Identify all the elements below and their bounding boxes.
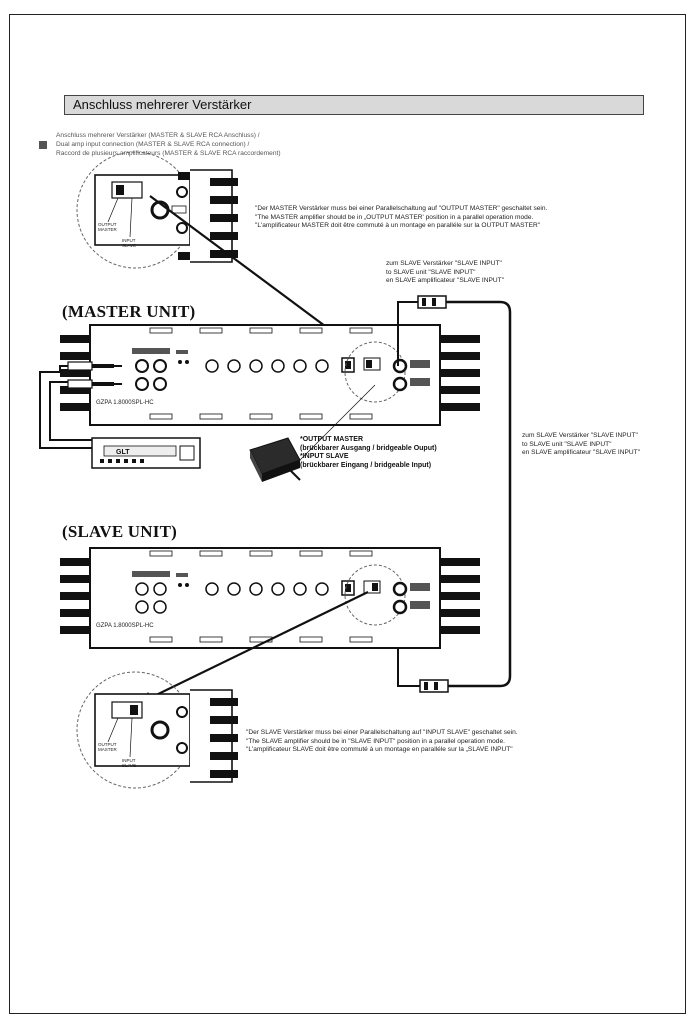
svg-text:SLAVE: SLAVE [122,763,136,768]
master-note: "Der MASTER Verstärker muss bei einer Pa… [255,205,547,231]
master-note-en: "The MASTER amplifier should be in „OUTP… [255,213,534,221]
to-slave-right-de: zum SLAVE Verstärker "SLAVE INPUT" [522,432,638,439]
slave-detail-figure: OUTPUT MASTER INPUT SLAVE [76,671,238,789]
slave-note-fr: "L'amplificateur SLAVE doit être commuté… [246,746,513,754]
bridge-module [249,384,376,482]
svg-text:INPUT: INPUT [122,238,136,243]
intro-line-de: Anschluss mehrerer Verstärker (MASTER & … [56,132,260,139]
svg-text:MASTER: MASTER [98,227,118,232]
head-unit-label: GLT [116,449,130,456]
master-note-de: "Der MASTER Verstärker muss bei einer Pa… [255,205,548,212]
master-note-fr: "L'amplificateur MASTER doit être commut… [255,222,541,230]
slave-note: "Der SLAVE Verstärker muss bei einer Par… [246,729,518,755]
master-detail-figure: OUTPUT MASTER INPUT SLAVE [76,151,238,269]
slave-amplifier: GZPA 1.8000SPL-HC [60,547,480,649]
svg-text:OUTPUT: OUTPUT [98,742,117,747]
svg-text:OUTPUT: OUTPUT [98,222,117,227]
slave-unit-title: (SLAVE UNIT) [62,522,177,541]
master-model-label: GZPA 1.8000SPL-HC [96,400,154,406]
bullet-square-icon [39,141,47,149]
intro-line-en: Dual amp input connection (MASTER & SLAV… [56,141,250,149]
intro-line-fr: Raccord de plusieurs amplificateurs (MAS… [56,150,281,158]
to-slave-note-top: zum SLAVE Verstärker "SLAVE INPUT" to SL… [386,260,504,286]
slave-note-en: "The SLAVE amplifier should be in "SLAVE… [246,737,505,745]
intro-text: Anschluss mehrerer Verstärker (MASTER & … [56,131,281,159]
head-unit: GLT [91,437,201,469]
to-slave-right-fr: en SLAVE amplificateur "SLAVE INPUT" [522,449,641,457]
master-unit-title: (MASTER UNIT) [62,302,196,321]
to-slave-right-en: to SLAVE unit "SLAVE INPUT" [522,440,612,448]
svg-text:SLAVE: SLAVE [122,243,136,248]
bridge-note-output: *OUTPUT MASTER [300,436,363,443]
to-slave-note-right: zum SLAVE Verstärker "SLAVE INPUT" to SL… [522,432,640,458]
to-slave-top-fr: en SLAVE amplificateur "SLAVE INPUT" [386,277,505,285]
to-slave-top-de: zum SLAVE Verstärker "SLAVE INPUT" [386,260,502,267]
bridge-note: *OUTPUT MASTER (brückbarer Ausgang / bri… [300,436,437,470]
page-frame [9,14,686,1014]
section-title: Anschluss mehrerer Verstärker [64,95,644,115]
svg-text:INPUT: INPUT [122,758,136,763]
to-slave-top-en: to SLAVE unit "SLAVE INPUT" [386,268,476,276]
master-amplifier: GZPA 1.8000SPL-HC [60,324,480,426]
slave-model-label: GZPA 1.8000SPL-HC [96,623,154,629]
bridge-note-input: *INPUT SLAVE [300,453,349,461]
slave-note-de: "Der SLAVE Verstärker muss bei einer Par… [246,729,518,736]
bridge-note-input-desc: (brückbarer Eingang / bridgeable Input) [300,461,432,469]
bridge-note-output-desc: (brückbarer Ausgang / bridgeable Ouput) [300,444,437,452]
svg-text:MASTER: MASTER [98,747,118,752]
